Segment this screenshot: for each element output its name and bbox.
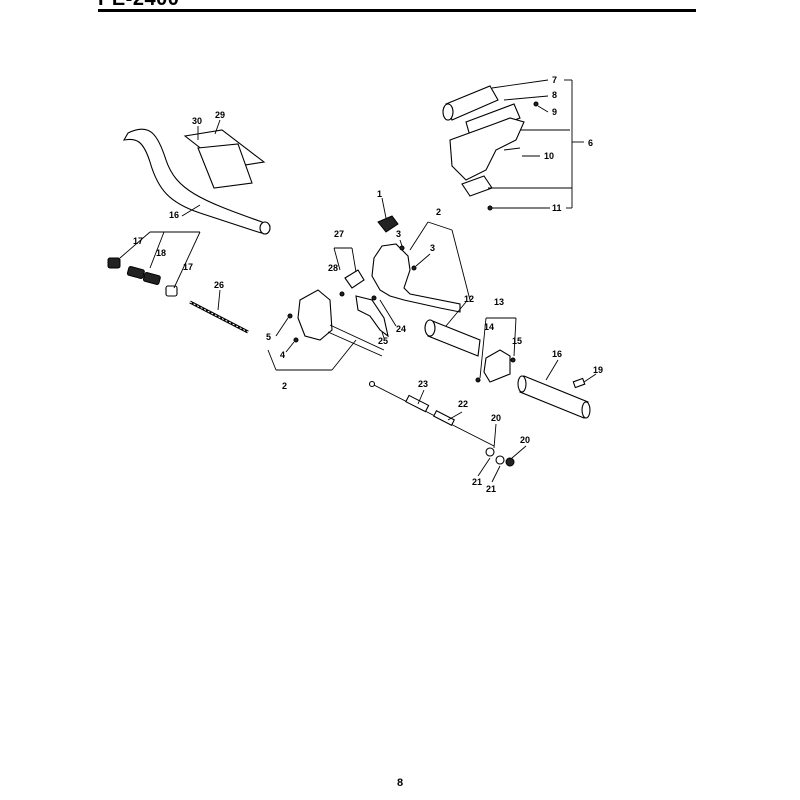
callout-20-a: 20 (491, 413, 501, 423)
callout-30: 30 (192, 116, 202, 126)
cable-clamp (339, 269, 365, 297)
callout-19: 19 (593, 365, 603, 375)
callout-27: 27 (334, 229, 344, 239)
callout-2-lower: 2 (282, 381, 287, 391)
nuts-and-washers (485, 447, 515, 467)
callout-22: 22 (458, 399, 468, 409)
decal-strips (183, 129, 266, 189)
callout-28: 28 (328, 263, 338, 273)
callout-4: 4 (280, 350, 285, 360)
page-title: PE-2400 (98, 0, 179, 10)
throttle-housing-upper (371, 243, 461, 313)
callout-15: 15 (512, 336, 522, 346)
callout-24: 24 (396, 324, 406, 334)
callout-10: 10 (544, 151, 554, 161)
callout-3-b: 3 (430, 243, 435, 253)
flexible-shaft (189, 300, 249, 334)
callout-11: 11 (552, 203, 562, 213)
callout-labels: 30 29 16 17 18 17 26 27 28 1 2 3 3 5 4 2… (133, 75, 603, 494)
callout-6: 6 (588, 138, 593, 148)
throttle-trigger (355, 295, 389, 338)
drive-tube-bent (122, 128, 271, 235)
tube-bracket (475, 349, 516, 383)
throttle-cable (368, 380, 495, 447)
drive-tube-straight (517, 375, 591, 419)
front-handle-assembly (442, 85, 539, 211)
callout-16-left: 16 (169, 210, 179, 220)
small-label (572, 377, 586, 389)
callout-21-a: 21 (472, 477, 482, 487)
page-number: 8 (396, 777, 404, 789)
header-rule (98, 9, 696, 12)
callout-14: 14 (484, 322, 494, 332)
coupler-parts (107, 257, 178, 297)
callout-5: 5 (266, 332, 271, 342)
callout-17-left: 17 (133, 236, 143, 246)
callout-20-b: 20 (520, 435, 530, 445)
callout-25: 25 (378, 336, 388, 346)
callout-2-upper: 2 (436, 207, 441, 217)
callout-26: 26 (214, 280, 224, 290)
grip-tube (424, 319, 481, 357)
callout-29: 29 (215, 110, 225, 120)
callout-21-b: 21 (486, 484, 496, 494)
callout-8: 8 (552, 90, 557, 100)
callout-1: 1 (377, 189, 382, 199)
callout-7: 7 (552, 75, 557, 85)
callout-17-right: 17 (183, 262, 193, 272)
callout-18: 18 (156, 248, 166, 258)
stop-switch (377, 215, 399, 233)
callout-13: 13 (494, 297, 504, 307)
throttle-housing-lower (287, 289, 385, 357)
leader-lines (119, 79, 597, 483)
callout-9: 9 (552, 107, 557, 117)
callout-12: 12 (464, 294, 474, 304)
callout-23: 23 (418, 379, 428, 389)
callout-3-a: 3 (396, 229, 401, 239)
callout-16-right: 16 (552, 349, 562, 359)
